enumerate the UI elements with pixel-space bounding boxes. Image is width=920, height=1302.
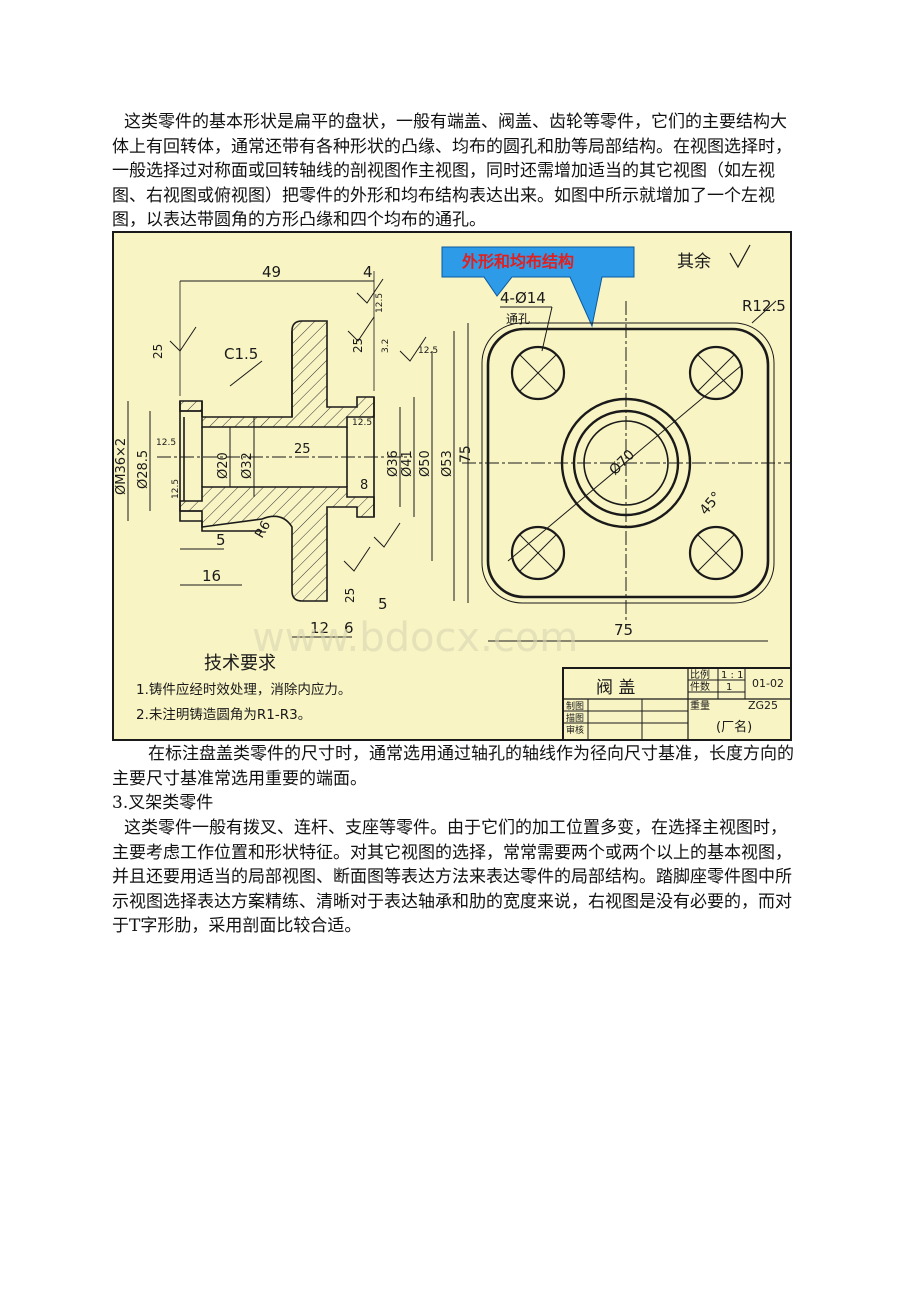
dim-3-2: 3.2: [381, 339, 391, 353]
section-dimension-labels: 49 4 C1.5 ØM36×2 Ø28.5 Ø20 Ø32 25 Ø36 Ø4…: [114, 263, 455, 637]
dim-d50: Ø50: [418, 450, 433, 477]
watermark: www.bdocx.com: [252, 615, 578, 661]
left-view: [462, 300, 792, 642]
dim-6: 6: [344, 619, 354, 637]
section-view: [127, 271, 455, 638]
dim-25-bore: 25: [294, 442, 311, 457]
qty-value: 1: [726, 682, 732, 693]
dim-25-a: 25: [151, 344, 165, 359]
roughness-note: 其余: [677, 252, 711, 272]
dim-r6: R6: [252, 519, 274, 541]
dim-4: 4: [363, 263, 373, 281]
tech-title: 技术要求: [204, 653, 276, 674]
section-heading: 3.叉架类零件: [112, 793, 214, 813]
dim-12-5-b: 12.5: [156, 438, 176, 448]
part-name: 阀 盖: [596, 678, 635, 698]
scale-label: 比例: [690, 668, 710, 681]
dim-12-5-e: 12.5: [171, 479, 181, 499]
fork-paragraph: 这类零件一般有拨叉、连杆、支座等零件。由于它们的加工位置多变，在选择主视图时，主…: [112, 818, 792, 936]
factory-name: (厂名): [716, 719, 752, 735]
dim-hole: 4-Ø14: [500, 289, 546, 307]
title-block: [562, 667, 792, 741]
dim-d28: Ø28.5: [136, 450, 151, 489]
dim-r125: R12.5: [742, 297, 786, 315]
drawing-number: 01-02: [752, 677, 784, 690]
dim-12-5-a: 12.5: [375, 293, 385, 313]
dimension-paragraph: 在标注盘盖类零件的尺寸时，通常选用通过轴孔的轴线作为径向尺寸基准，长度方向的主要…: [112, 744, 794, 789]
dim-8: 8: [360, 478, 368, 493]
traced-label: 描图: [566, 712, 584, 724]
dim-5-right: 5: [378, 595, 388, 613]
dim-25-c: 25: [343, 588, 357, 603]
scale-value: 1 : 1: [721, 670, 743, 681]
dim-d32: Ø32: [240, 452, 255, 479]
dim-through: 通孔: [506, 312, 530, 326]
dim-c15: C1.5: [224, 345, 258, 363]
callout-text: 外形和均布结构: [461, 252, 574, 271]
roughness-mark-icon: [729, 244, 751, 269]
dim-75-horizontal: 75: [614, 621, 633, 639]
dim-12: 12: [310, 619, 329, 637]
dim-5-left: 5: [216, 531, 226, 549]
dim-25-d: 25: [351, 338, 365, 353]
dim-75-vertical: 75: [458, 445, 474, 463]
material: ZG25: [748, 699, 778, 712]
dim-12-5-c: 12.5: [352, 418, 372, 428]
roughness-symbols: [169, 278, 427, 572]
dim-d20: Ø20: [216, 452, 231, 479]
title-block-text: 阀 盖 比例 1 : 1 件数 1 01-02 重量 ZG25 制图 描图 审核…: [566, 668, 784, 736]
checked-label: 审核: [566, 724, 584, 736]
intro-paragraph: 这类零件的基本形状是扁平的盘状，一般有端盖、阀盖、齿轮等零件，它们的主要结构大体…: [112, 112, 792, 230]
tech-note-1: 1.铸件应经时效处理，消除内应力。: [136, 681, 351, 698]
valve-cover-drawing: 49 4 C1.5 ØM36×2 Ø28.5 Ø20 Ø32 25 Ø36 Ø4…: [112, 231, 792, 741]
tech-note-2: 2.未注明铸造圆角为R1-R3。: [136, 707, 311, 723]
dim-d53: Ø53: [440, 450, 455, 477]
dim-m36: ØM36×2: [114, 438, 129, 495]
dim-d41: Ø41: [400, 450, 415, 477]
dim-49: 49: [262, 263, 281, 281]
qty-label: 件数: [690, 680, 710, 693]
dim-d36: Ø36: [386, 450, 401, 477]
weight-label: 重量: [690, 699, 710, 712]
callout: 外形和均布结构: [441, 246, 635, 328]
dim-12-5-d: 12.5: [418, 346, 438, 356]
drawn-label: 制图: [566, 700, 584, 712]
dim-16: 16: [202, 567, 221, 585]
